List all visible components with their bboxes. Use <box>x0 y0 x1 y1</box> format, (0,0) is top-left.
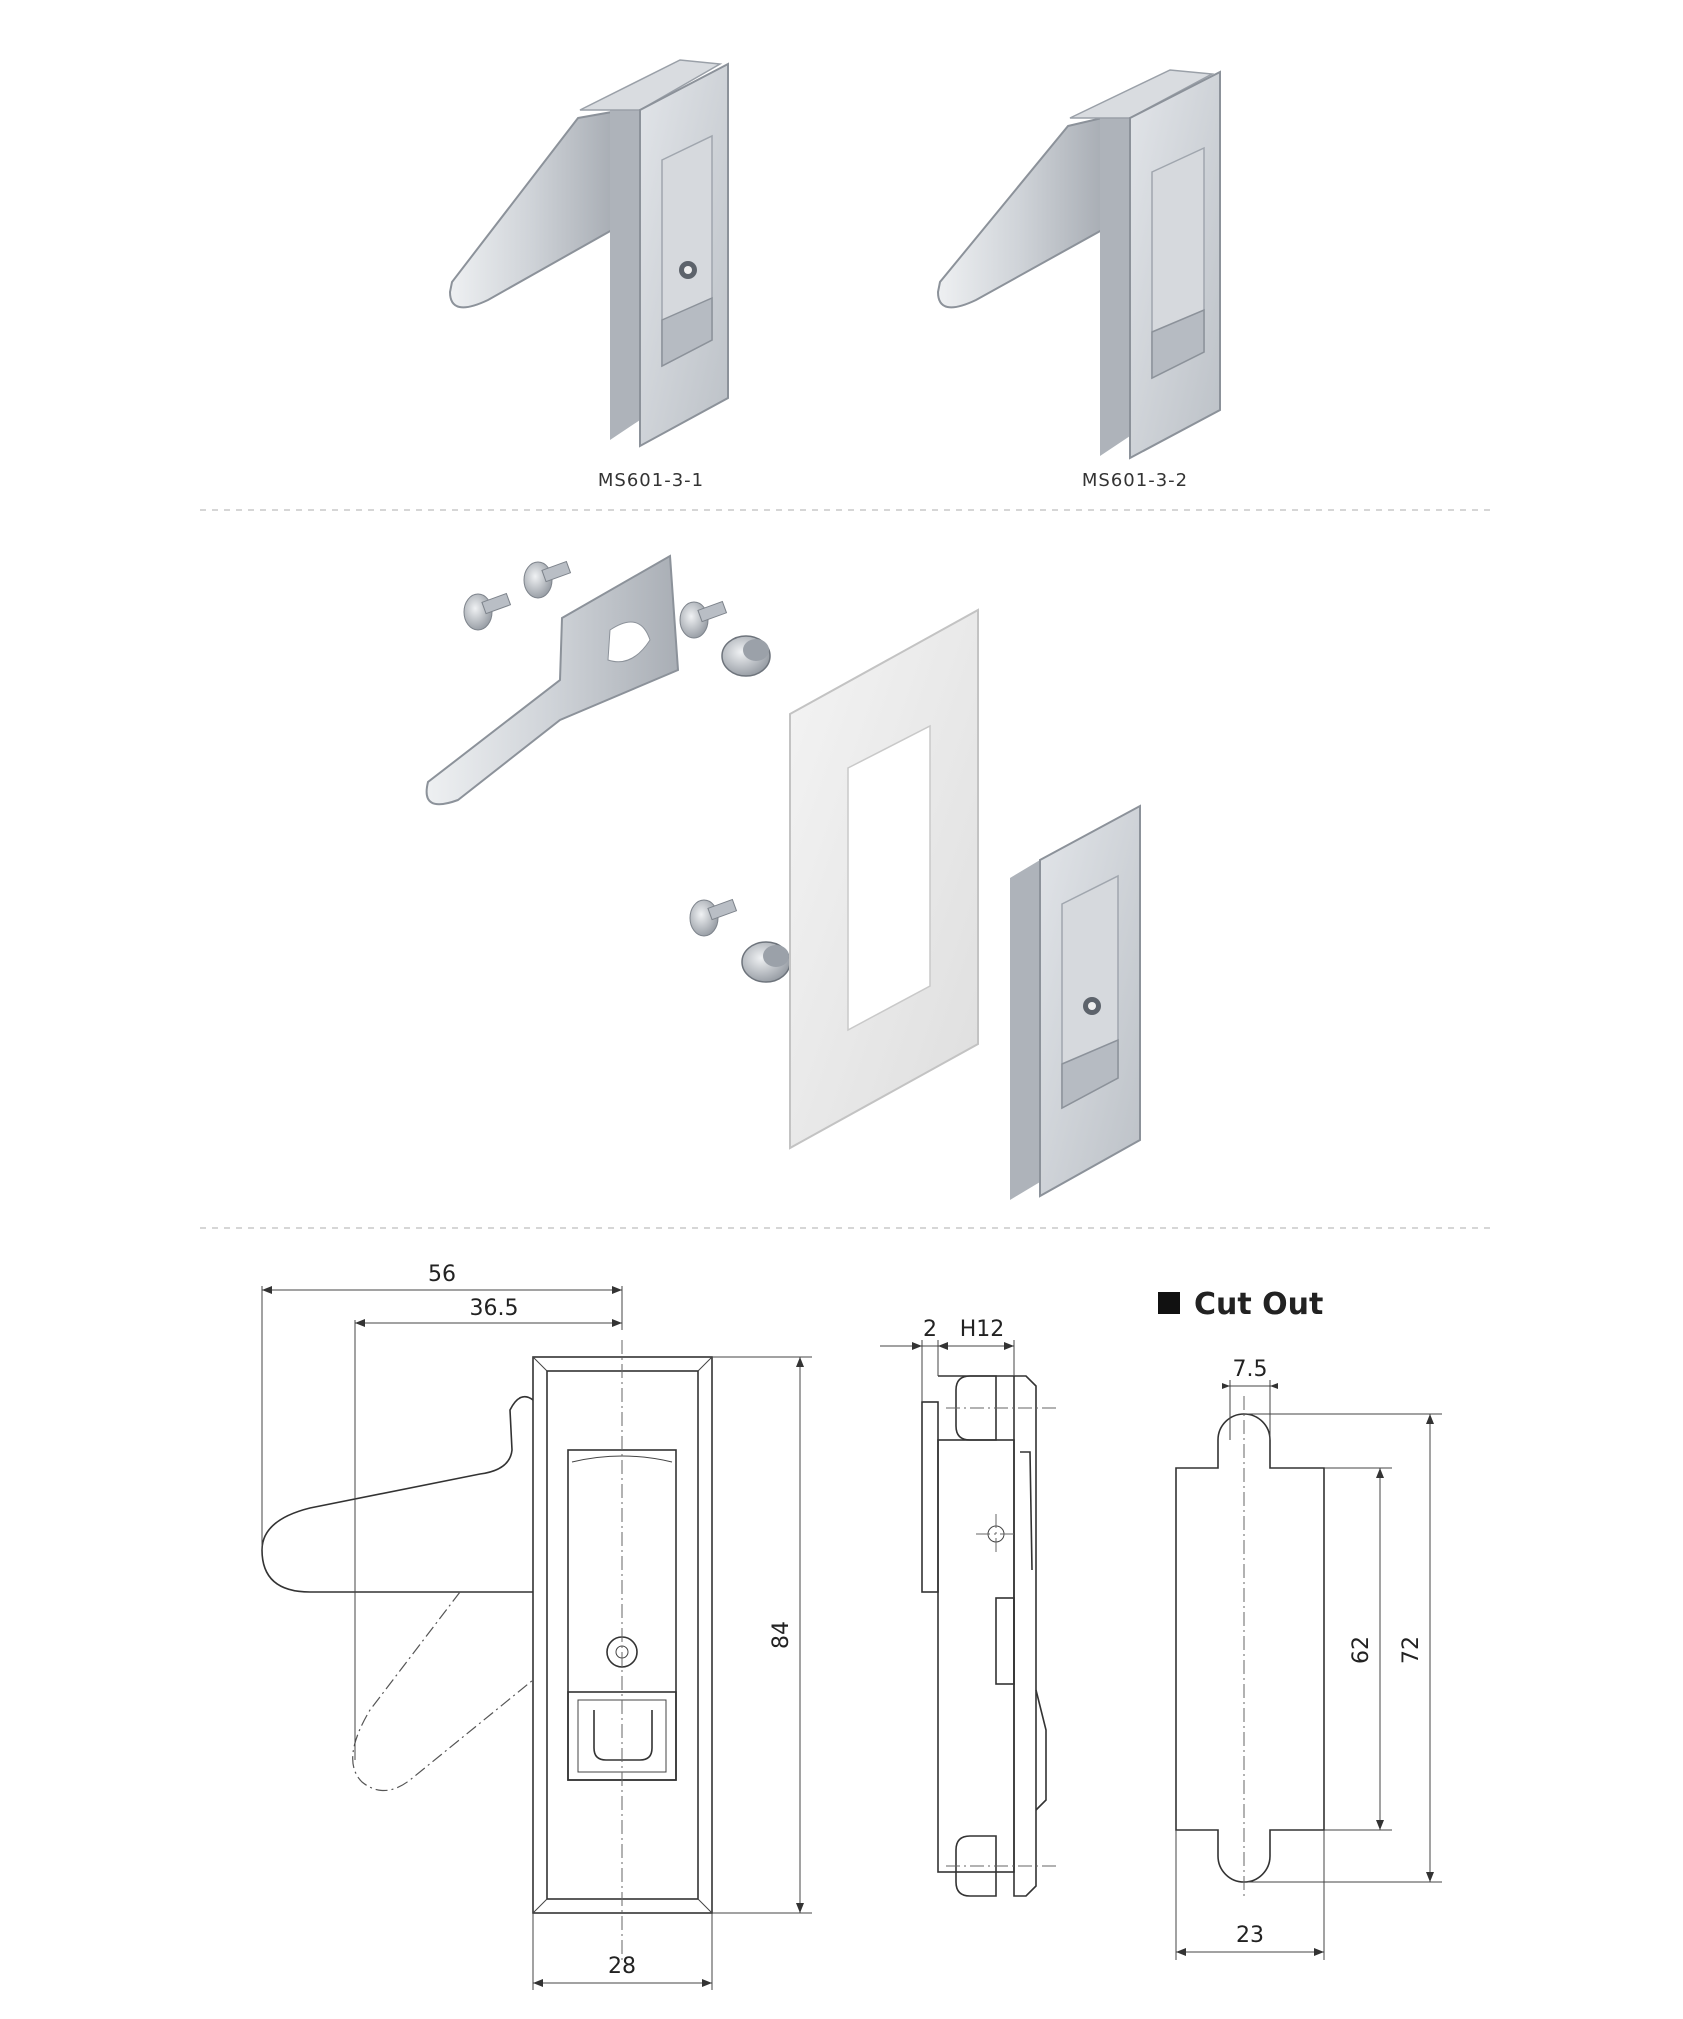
screw-part <box>463 592 512 631</box>
dim-width-center: 36.5 <box>470 1296 519 1321</box>
dim-base-width: 28 <box>608 1954 636 1979</box>
lock-body <box>1010 860 1040 1200</box>
dim-thickness: 2 <box>923 1317 937 1342</box>
dim-cutout-width: 23 <box>1236 1923 1264 1948</box>
dim-height: 84 <box>769 1621 794 1649</box>
dim-tab-width: 7.5 <box>1233 1357 1268 1382</box>
dim-gap: H12 <box>960 1317 1005 1342</box>
model-label-1: MS601-3-1 <box>598 470 704 491</box>
spacer-nut <box>721 635 771 677</box>
exploded-view <box>425 554 1141 1200</box>
front-view-drawing: 56 36.5 84 28 <box>261 1262 812 1990</box>
dim-outer-height: 72 <box>1399 1636 1424 1664</box>
handle-bracket <box>425 554 680 806</box>
spacer-nut <box>741 941 791 983</box>
screw-part <box>689 898 738 937</box>
dim-inner-height: 62 <box>1349 1636 1374 1664</box>
cutout-title: Cut Out <box>1194 1287 1323 1322</box>
side-view-drawing: 2 H12 <box>880 1317 1056 1897</box>
dim-width-total: 56 <box>428 1262 456 1287</box>
cutout-drawing: Cut Out 7.5 62 72 23 <box>1158 1287 1442 1960</box>
model-label-2: MS601-3-2 <box>1082 470 1188 491</box>
product-render-2 <box>936 69 1221 460</box>
screw-part <box>523 560 572 599</box>
cutout-bullet-icon <box>1158 1292 1180 1314</box>
product-render-1 <box>448 59 729 448</box>
screw-part <box>679 600 728 639</box>
